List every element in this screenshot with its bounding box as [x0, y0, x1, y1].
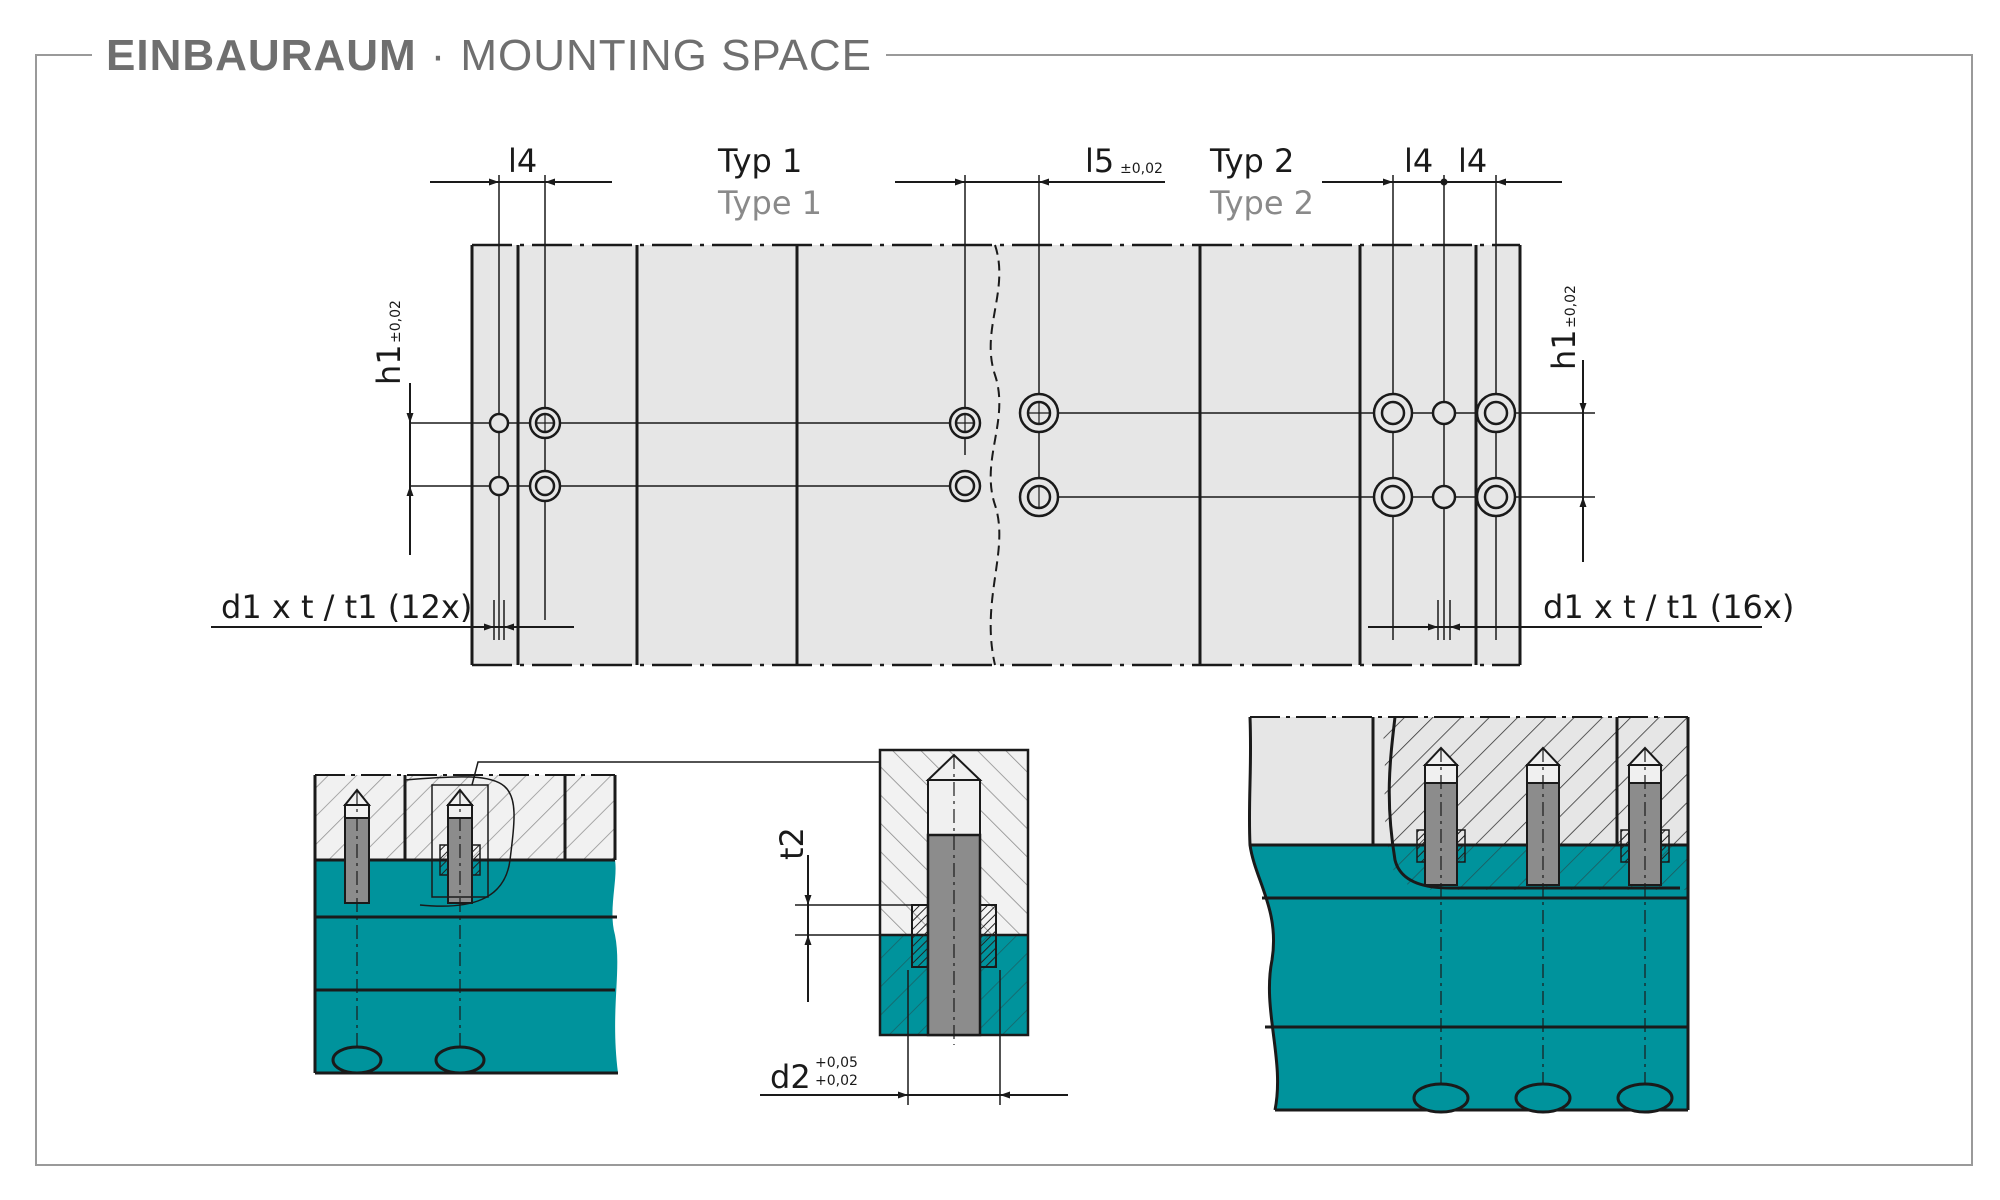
outer-frame — [35, 54, 1973, 1166]
top-plan-view: l4 Typ 1 Type 1 l5 ±0,02 Typ 2 Type 2 l4… — [211, 142, 1794, 667]
d1-12x-label: d1 x t / t1 (12x) — [221, 588, 472, 626]
l4-label-right-b: l4 — [1458, 142, 1487, 180]
rail-bore — [1514, 1082, 1572, 1114]
h1-label-right: h1 — [1545, 329, 1583, 370]
t2-label: t2 — [773, 827, 811, 860]
d2-tolerance-lower: +0,02 — [815, 1073, 858, 1089]
type2-label: Type 2 — [1209, 184, 1314, 222]
rail-bore — [1412, 1082, 1470, 1114]
typ2-label: Typ 2 — [1209, 142, 1294, 180]
pin-hole — [488, 412, 510, 434]
page-title: EINBAURAUM · MOUNTING SPACE — [92, 28, 886, 84]
type1-label: Type 1 — [717, 184, 822, 222]
l4-label: l4 — [508, 142, 537, 180]
l4-label-right-a: l4 — [1404, 142, 1433, 180]
pin-hole — [488, 475, 510, 497]
rail-plate — [472, 245, 1520, 665]
title-english: MOUNTING SPACE — [460, 31, 872, 80]
d2-tolerance-upper: +0,05 — [815, 1055, 858, 1071]
pin-hole — [1431, 484, 1457, 510]
h1-tolerance-left: ±0,02 — [388, 300, 404, 343]
break-line — [989, 244, 1001, 666]
rail-bore — [1616, 1082, 1674, 1114]
pin-hole — [1431, 400, 1457, 426]
l5-tolerance: ±0,02 — [1120, 161, 1163, 177]
rail-bore — [434, 1045, 486, 1075]
d2-label: d2 — [770, 1058, 811, 1096]
detail-view-center: t2 d2 +0,05 +0,02 — [760, 748, 1068, 1105]
typ1-label: Typ 1 — [717, 142, 802, 180]
l5-label: l5 — [1085, 142, 1114, 180]
h1-tolerance-right: ±0,02 — [1563, 285, 1579, 328]
section-view-left — [313, 761, 880, 1075]
rail-bore — [331, 1045, 383, 1075]
d1-16x-label: d1 x t / t1 (16x) — [1543, 588, 1794, 626]
h1-label-left: h1 — [370, 344, 408, 385]
title-german: EINBAURAUM — [106, 31, 417, 80]
section-view-right — [1247, 716, 1690, 1114]
title-separator: · — [430, 31, 447, 80]
